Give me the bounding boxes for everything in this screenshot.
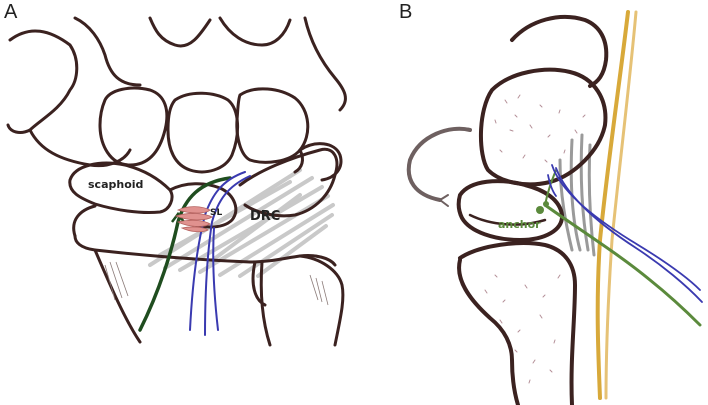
panel-a-label: A bbox=[4, 1, 18, 23]
drc-label: DRC bbox=[250, 209, 280, 224]
panel-b-label: B bbox=[399, 1, 413, 23]
lunate-lateral bbox=[456, 179, 564, 242]
scaphoid-bone bbox=[68, 161, 174, 214]
anchor-label: anchor bbox=[498, 218, 541, 231]
radial-styloid bbox=[72, 204, 97, 238]
radius-hatching bbox=[104, 261, 329, 306]
anchor-icon bbox=[536, 206, 544, 214]
metacarpal-5 bbox=[303, 16, 347, 112]
radius-articular bbox=[458, 241, 577, 405]
radius-lateral bbox=[457, 258, 520, 405]
panel-a-illustration: scaphoid SL DRC bbox=[6, 16, 347, 347]
hamate-hook bbox=[293, 148, 304, 174]
capitate-lateral bbox=[479, 67, 608, 187]
green-suture-tip bbox=[171, 211, 185, 223]
sl-ligament bbox=[174, 206, 213, 233]
ulna-outline bbox=[298, 254, 345, 347]
bone-stipple bbox=[484, 94, 586, 384]
volar-capsule-hook bbox=[439, 194, 449, 207]
metacarpal-4 bbox=[218, 16, 292, 47]
volar-capsule bbox=[406, 126, 472, 202]
radius-shaft-left bbox=[93, 248, 142, 344]
metacarpal-lateral bbox=[510, 15, 609, 88]
sl-label: SL bbox=[210, 208, 222, 218]
scaphoid-label: scaphoid bbox=[88, 178, 143, 191]
radius-outline bbox=[73, 234, 337, 267]
ulna-inner bbox=[251, 260, 267, 307]
metacarpal-1 bbox=[6, 29, 79, 134]
blue-sutures-lateral bbox=[547, 164, 703, 303]
panel-b-illustration: anchor bbox=[406, 10, 703, 405]
hamate bbox=[235, 87, 310, 164]
anchor-suture bbox=[543, 203, 702, 327]
trapezoid bbox=[98, 86, 169, 167]
pisiform bbox=[298, 142, 343, 182]
metacarpal-3 bbox=[148, 16, 212, 48]
metacarpal-2 bbox=[73, 16, 142, 87]
anchor-icon-2 bbox=[543, 201, 549, 207]
capitate bbox=[166, 91, 239, 174]
lunate-inner bbox=[468, 213, 547, 226]
dorsal-ligament-fibers bbox=[558, 133, 596, 257]
